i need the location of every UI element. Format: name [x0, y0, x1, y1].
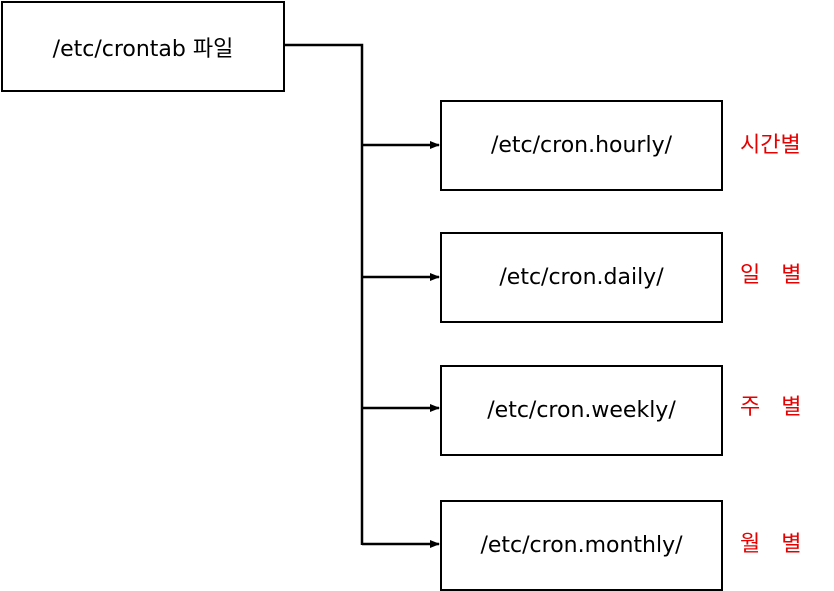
crontab-file-label: /etc/crontab 파일: [52, 36, 234, 62]
crontab-file-box: /etc/crontab 파일: [1, 1, 285, 92]
cron-hourly-label: /etc/cron.hourly/: [490, 133, 673, 158]
cron-weekly-box: /etc/cron.weekly/: [440, 365, 723, 456]
cron-monthly-label: /etc/cron.monthly/: [480, 533, 683, 558]
hourly-frequency-label: 시간별: [740, 133, 801, 158]
weekly-frequency-label: 주 별: [740, 395, 802, 420]
monthly-frequency-label: 월 별: [740, 532, 802, 557]
daily-frequency-label: 일 별: [740, 263, 802, 288]
cron-hourly-box: /etc/cron.hourly/: [440, 100, 723, 191]
cron-daily-label: /etc/cron.daily/: [499, 265, 664, 290]
cron-monthly-box: /etc/cron.monthly/: [440, 500, 723, 591]
root-connector: [285, 43, 364, 545]
cron-weekly-label: /etc/cron.weekly/: [487, 398, 676, 423]
cron-daily-box: /etc/cron.daily/: [440, 232, 723, 323]
